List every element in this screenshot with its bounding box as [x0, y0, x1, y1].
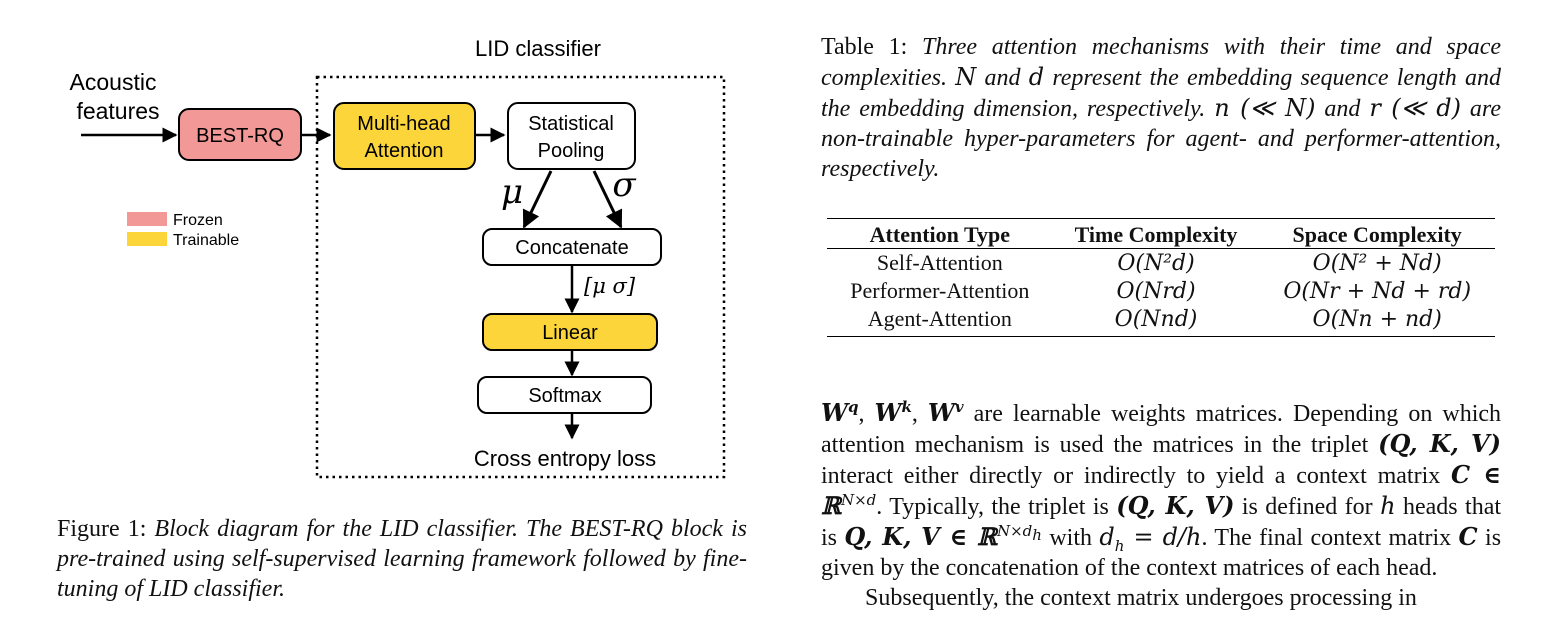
row-time: O(N²d)	[1117, 250, 1195, 276]
figure-caption-text: Block diagram for the LID classifier. Th…	[57, 516, 747, 602]
table-caption-t1: Three attention mechanisms with their ti…	[821, 34, 1502, 91]
linear-block	[482, 313, 658, 351]
table-caption-n-expr: n (≪ N)	[1214, 94, 1316, 122]
row-time: O(Nnd)	[1052, 305, 1260, 337]
legend-trainable-swatch	[127, 232, 167, 246]
lid-classifier-container	[315, 75, 726, 479]
softmax-label: Softmax	[528, 385, 601, 407]
body-s5: heads that is	[821, 494, 1502, 551]
header-attention-type: Attention Type	[827, 218, 1053, 249]
wk-symbol: W	[874, 398, 902, 427]
input-label-line2: features	[76, 98, 159, 124]
dh-sub: h	[1114, 536, 1125, 555]
row-type: Agent-Attention	[827, 305, 1053, 337]
wv-sup: v	[954, 398, 964, 416]
table-caption: Table 1: Three attention mechanisms with…	[821, 32, 1501, 184]
body-paragraph-1: Wq, Wk, Wv are learnable weights matrice…	[821, 398, 1502, 581]
table-caption-label: Table 1:	[821, 34, 908, 60]
mha-label-line1: Multi-head	[357, 113, 450, 135]
figure-caption-label: Figure 1:	[57, 516, 147, 542]
qkv-sub: h	[1032, 526, 1042, 544]
h-symbol: h	[1380, 492, 1396, 520]
body-paragraph-2: Subsequently, the context matrix undergo…	[821, 583, 1501, 613]
mu-arrow	[522, 170, 553, 229]
concat-output-label: [μ σ]	[584, 274, 636, 298]
qkv-sup: N×dh	[996, 522, 1042, 543]
body-s7: . The final context matrix	[1201, 525, 1452, 551]
table-row: Agent-Attention O(Nnd) O(Nn + nd)	[827, 305, 1495, 337]
wq-sup: q	[847, 398, 859, 416]
softmax-block	[477, 376, 652, 414]
qkv-sup-text: N×d	[996, 522, 1033, 540]
table-caption-N: N	[955, 63, 977, 91]
dh-expr: dh = d/h	[1099, 523, 1202, 553]
sigma-arrow	[592, 170, 623, 229]
row-space: O(N² + Nd)	[1312, 250, 1442, 276]
body-text: Wq, Wk, Wv are learnable weights matrice…	[821, 398, 1501, 613]
pooling-label-line1: Statistical	[528, 113, 614, 135]
wv-symbol: W	[927, 398, 955, 427]
body-s2: interact either directly or indirectly t…	[821, 463, 1441, 489]
linear-label: Linear	[542, 322, 598, 344]
body-s8: is given by the concatenation of the con…	[821, 525, 1502, 581]
row-type: Self-Attention	[876, 250, 1003, 275]
table-caption-t5: are non-trainable hyper-parameters for a…	[821, 96, 1502, 182]
table-caption-d: d	[1028, 63, 1045, 91]
sigma-symbol: σ	[612, 165, 636, 205]
wq-symbol: W	[821, 398, 848, 427]
table-row: Performer-Attention O(Nrd) O(Nr + Nd + r…	[827, 277, 1495, 305]
lid-classifier-title: LID classifier	[475, 36, 601, 61]
table-caption-t3: represent the embedding sequence length …	[821, 65, 1501, 122]
table-caption-t4: and	[1324, 96, 1361, 122]
header-space-complexity: Space Complexity	[1259, 218, 1495, 249]
table-caption-r-expr: r (≪ d)	[1369, 94, 1462, 122]
lid-block-diagram: LID classifier Acoustic features BEST-RQ…	[70, 36, 726, 479]
complexity-table: Attention Type Time Complexity Space Com…	[827, 218, 1495, 337]
body-s6: with	[1049, 525, 1092, 551]
row-space: O(Nn + nd)	[1259, 305, 1495, 337]
table-caption-t2: and	[984, 65, 1021, 91]
body-s1: are learnable weights matrices. Dependin…	[821, 401, 1502, 458]
row-time: O(Nrd)	[1116, 278, 1196, 304]
loss-label: Cross entropy loss	[474, 446, 656, 471]
qkv-expr: Q, K, V ∈ ℝ	[844, 522, 997, 551]
c-symbol: C	[1458, 522, 1478, 551]
body-p2: Subsequently, the context matrix undergo…	[865, 585, 1417, 611]
c-sup: N×d	[840, 491, 877, 509]
legend-frozen-label: Frozen	[173, 212, 223, 229]
row-type: Performer-Attention	[850, 278, 1030, 303]
input-label-line1: Acoustic	[70, 69, 157, 95]
header-time-complexity: Time Complexity	[1052, 218, 1260, 249]
legend-frozen-swatch	[127, 212, 167, 226]
mu-symbol: μ	[501, 172, 523, 212]
dh-d: d	[1099, 523, 1115, 551]
dh-rest: = d/h	[1124, 523, 1202, 551]
pooling-block	[507, 102, 636, 170]
triplet-expr-2: (Q, K, V)	[1116, 491, 1235, 520]
table-row: Self-Attention O(N²d) O(N² + Nd)	[827, 249, 1495, 278]
row-space: O(Nr + Nd + rd)	[1283, 278, 1472, 304]
figure-caption: Figure 1: Block diagram for the LID clas…	[57, 514, 747, 604]
wk-sup: k	[901, 398, 912, 416]
pooling-label-line2: Pooling	[538, 140, 605, 162]
table-header-row: Attention Type Time Complexity Space Com…	[827, 218, 1495, 249]
legend-trainable-label: Trainable	[173, 232, 239, 249]
c-expr: C ∈ ℝ	[821, 460, 1501, 520]
mha-label-line2: Attention	[365, 140, 444, 162]
best-rq-label: BEST-RQ	[196, 125, 284, 147]
concatenate-label: Concatenate	[515, 237, 628, 259]
body-s4: is defined for	[1241, 494, 1373, 520]
triplet-expr: (Q, K, V)	[1378, 429, 1502, 458]
body-s3: . Typically, the triplet is	[876, 494, 1109, 520]
